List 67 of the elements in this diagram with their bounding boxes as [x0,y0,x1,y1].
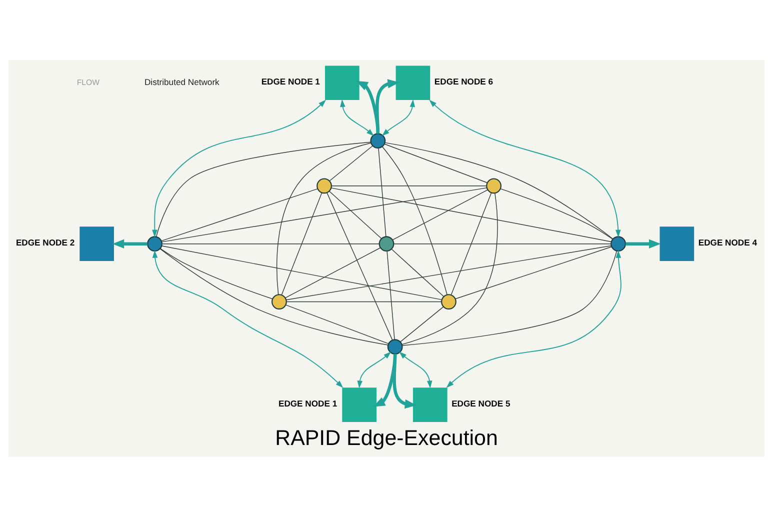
node-box [396,66,430,100]
node-circle [378,236,394,252]
connector [402,250,618,346]
connector [378,148,386,237]
node-circle [272,294,287,310]
node-label: EDGE NODE 6 [434,76,494,86]
node-label: EDGE NODE 1 [278,398,338,408]
connector [329,190,382,239]
connector [450,192,492,296]
node-label: EDGE NODE 4 [698,237,758,248]
node-label: EDGE NODE 2 [16,237,75,248]
connector [156,142,372,238]
connector [454,246,612,300]
node-box [342,388,376,422]
connector [329,146,373,182]
node-box [660,226,694,261]
node-box [80,226,114,261]
node-box [324,66,360,100]
node-circle [387,339,403,355]
connector [160,248,273,300]
arrow [392,354,417,409]
connector [161,246,442,300]
connector [161,187,488,242]
arrow [112,239,148,248]
node-circle [316,178,332,194]
arrow [152,250,344,388]
connector [160,188,318,242]
node-circle [610,236,626,252]
node-circle [486,178,502,194]
arrow [152,100,326,238]
label: Distributed Network [144,77,220,88]
connector [281,192,322,296]
node-label: EDGE NODE 1 [261,76,320,86]
connector [391,248,444,297]
arrow [446,250,622,388]
arrow [626,239,661,248]
node-circle [147,236,162,252]
connector [286,301,442,302]
diagram-title: RAPID Edge-Execution [275,426,498,450]
arrow [375,79,400,134]
connector [402,192,498,345]
arrow [382,99,416,136]
arrow [429,100,621,238]
connector [286,245,612,300]
connector [384,144,488,184]
connector [384,142,614,240]
connector [326,192,393,340]
label: FLOW [76,78,100,87]
connector [386,250,395,340]
connector [160,248,388,346]
connector [393,243,612,244]
connector [382,146,448,296]
arrow [340,99,374,136]
node-circle [370,133,386,149]
node-circle [441,294,456,310]
connector [276,142,372,295]
node-box [412,388,448,422]
connector [284,247,381,298]
connector [392,189,488,240]
connector [400,306,444,342]
arrow [399,352,432,388]
connector [285,304,389,344]
connector [330,188,612,242]
connector [500,188,614,240]
node-label: EDGE NODE 5 [452,398,510,408]
arrow [357,352,392,388]
connector [162,243,380,244]
